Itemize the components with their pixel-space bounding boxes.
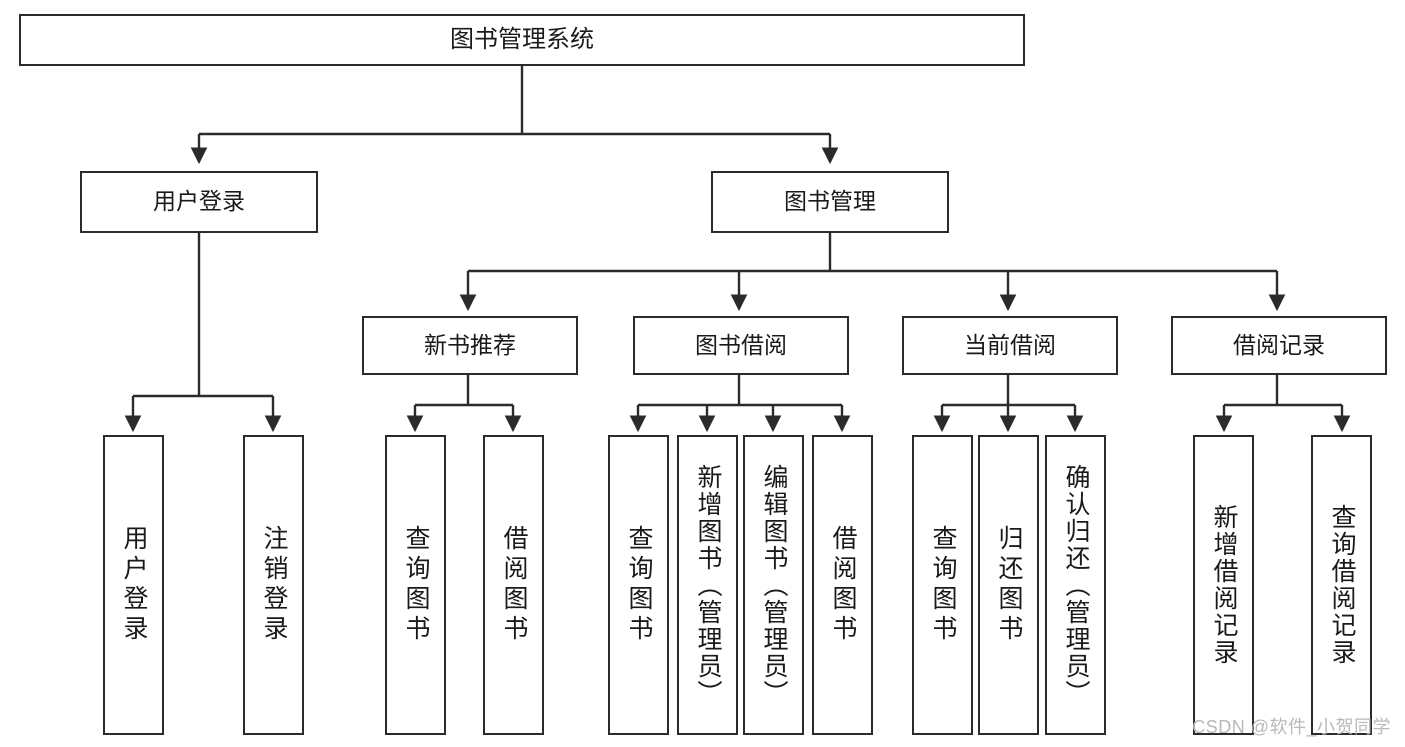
leaf-query-borrow-record[interactable]: 查询借阅记录 xyxy=(1311,435,1372,735)
leaf-logout[interactable]: 注销登录 xyxy=(243,435,304,735)
leaf-borrow-book-newbook[interactable]: 借阅图书 xyxy=(483,435,544,735)
leaf-add-borrow-record-label: 新增借阅记录 xyxy=(1210,504,1238,666)
node-borrow-record[interactable]: 借阅记录 xyxy=(1171,316,1387,375)
node-user-login-label: 用户登录 xyxy=(153,188,245,215)
node-current-borrow-label: 当前借阅 xyxy=(964,331,1056,358)
leaf-query-book-borrow-label: 查询图书 xyxy=(625,525,653,645)
node-book-borrow-label: 图书借阅 xyxy=(695,331,787,358)
leaf-edit-book-admin-label: 编辑图书（管理员） xyxy=(760,463,788,707)
leaf-borrow-book-borrow-label: 借阅图书 xyxy=(829,525,857,645)
node-current-borrow[interactable]: 当前借阅 xyxy=(902,316,1118,375)
leaf-confirm-return-admin-label: 确认归还（管理员） xyxy=(1062,463,1090,707)
leaf-add-borrow-record[interactable]: 新增借阅记录 xyxy=(1193,435,1254,735)
leaf-borrow-book-borrow[interactable]: 借阅图书 xyxy=(812,435,873,735)
leaf-confirm-return-admin[interactable]: 确认归还（管理员） xyxy=(1045,435,1106,735)
leaf-user-login-label: 用户登录 xyxy=(120,525,148,645)
watermark-text: CSDN @软件_小贺同学 xyxy=(1192,717,1391,737)
leaf-query-book-newbook-label: 查询图书 xyxy=(402,525,430,645)
leaf-add-book-admin[interactable]: 新增图书（管理员） xyxy=(677,435,738,735)
leaf-query-book-newbook[interactable]: 查询图书 xyxy=(385,435,446,735)
leaf-logout-label: 注销登录 xyxy=(260,525,288,645)
leaf-query-book-borrow[interactable]: 查询图书 xyxy=(608,435,669,735)
node-new-book-recommendation[interactable]: 新书推荐 xyxy=(362,316,578,375)
leaf-add-book-admin-label: 新增图书（管理员） xyxy=(694,463,722,707)
leaf-return-book-label: 归还图书 xyxy=(995,525,1023,645)
leaf-edit-book-admin[interactable]: 编辑图书（管理员） xyxy=(743,435,804,735)
leaf-borrow-book-newbook-label: 借阅图书 xyxy=(500,525,528,645)
node-user-login[interactable]: 用户登录 xyxy=(80,171,318,233)
node-new-book-recommendation-label: 新书推荐 xyxy=(424,331,516,358)
node-book-management-label: 图书管理 xyxy=(784,188,876,215)
leaf-user-login[interactable]: 用户登录 xyxy=(103,435,164,735)
node-root[interactable]: 图书管理系统 xyxy=(19,14,1025,66)
node-book-borrow[interactable]: 图书借阅 xyxy=(633,316,849,375)
node-borrow-record-label: 借阅记录 xyxy=(1233,331,1325,358)
leaf-query-book-current-label: 查询图书 xyxy=(929,525,957,645)
leaf-query-borrow-record-label: 查询借阅记录 xyxy=(1328,504,1356,666)
node-root-label: 图书管理系统 xyxy=(450,25,594,53)
leaf-query-book-current[interactable]: 查询图书 xyxy=(912,435,973,735)
leaf-return-book[interactable]: 归还图书 xyxy=(978,435,1039,735)
node-book-management[interactable]: 图书管理 xyxy=(711,171,949,233)
